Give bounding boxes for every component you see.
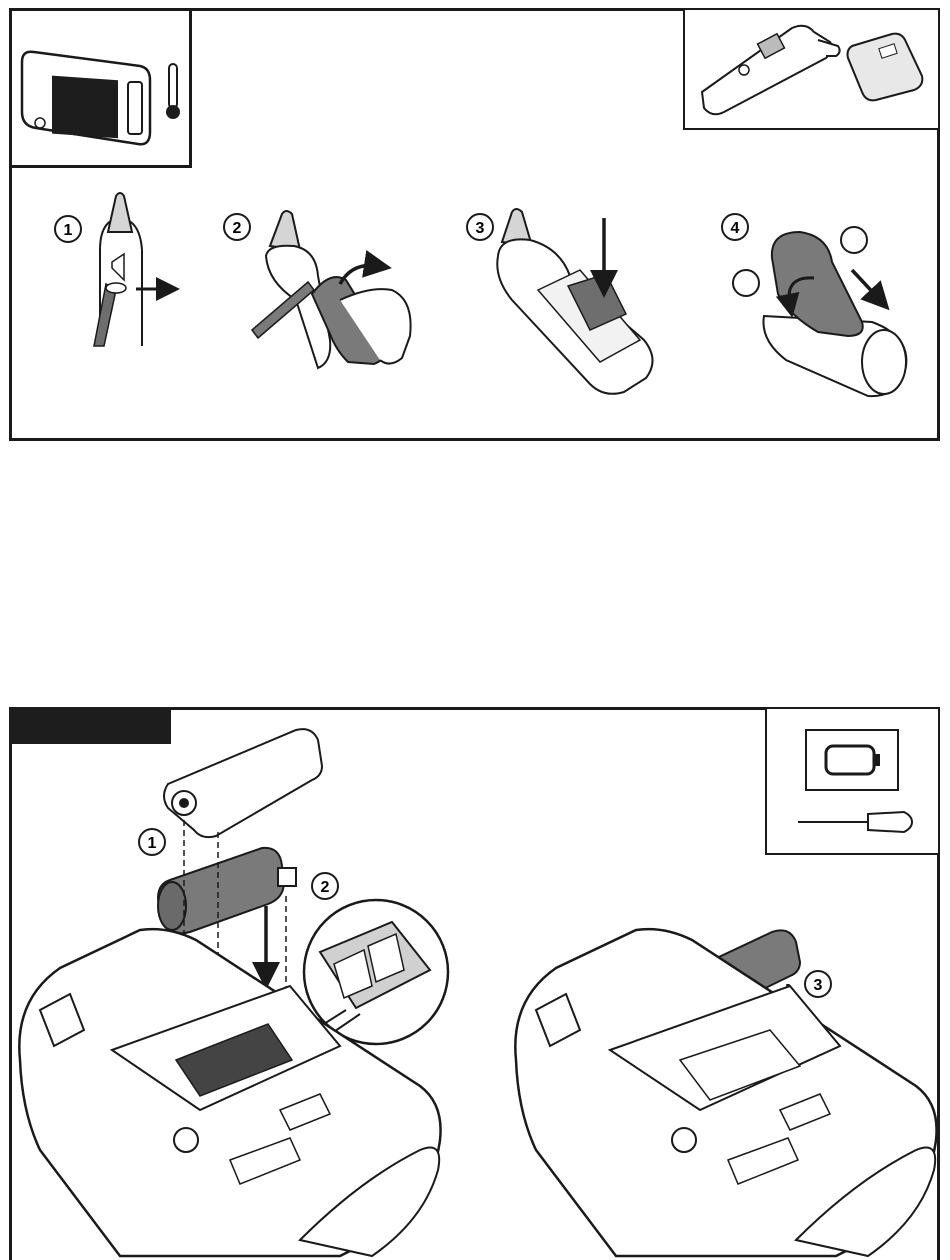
step-number: 4 bbox=[731, 220, 740, 237]
step-number: 1 bbox=[148, 835, 157, 852]
display-device-illustration bbox=[22, 52, 180, 145]
top-step-2: 2 bbox=[224, 211, 411, 368]
ear-thermometer-device bbox=[702, 26, 840, 115]
battery-icon-box bbox=[806, 730, 898, 790]
step-number: 3 bbox=[814, 977, 823, 994]
bottom-step-1: 1 bbox=[139, 729, 322, 855]
monitor-device-closed bbox=[515, 929, 936, 1256]
connector-magnifier bbox=[304, 900, 448, 1044]
step-number: 3 bbox=[476, 220, 485, 237]
screwdriver-icon bbox=[798, 812, 912, 832]
step4-callout-circle bbox=[841, 227, 867, 253]
top-step-3: 3 bbox=[467, 209, 653, 394]
step4-callout-circle bbox=[733, 270, 759, 296]
step-number: 2 bbox=[321, 879, 330, 896]
step-number: 2 bbox=[233, 220, 242, 237]
battery-pack-small bbox=[848, 34, 923, 101]
top-step-1: 1 bbox=[55, 193, 168, 346]
top-step-4: 4 bbox=[722, 214, 906, 396]
step-number: 1 bbox=[64, 222, 73, 239]
